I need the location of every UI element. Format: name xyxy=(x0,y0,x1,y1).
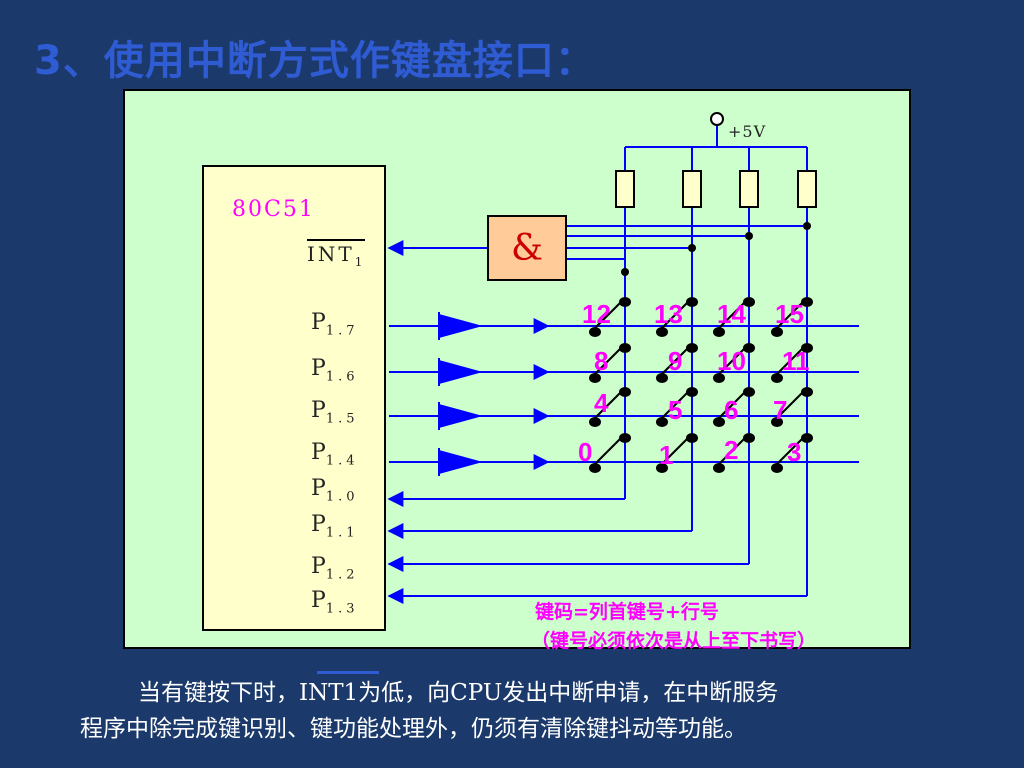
keycode-order-note: （键号必须依次是从上至下书写） xyxy=(531,630,817,652)
switch-contact xyxy=(743,387,755,397)
switch-contact xyxy=(713,327,725,337)
key-switch xyxy=(776,391,804,419)
key-switch xyxy=(718,301,746,329)
key-switch xyxy=(594,437,622,465)
switch-contact xyxy=(686,343,698,353)
switch-contact xyxy=(771,373,783,383)
int1-overline xyxy=(317,671,379,674)
pin-p13: P1.3 xyxy=(311,588,359,617)
key-switch xyxy=(594,347,622,375)
key-switch xyxy=(776,301,804,329)
key-switch xyxy=(718,391,746,419)
switch-contact xyxy=(656,417,668,427)
key-switch xyxy=(718,347,746,375)
switch-contact xyxy=(686,297,698,307)
pin-p11: P1.1 xyxy=(311,512,359,541)
switch-contact xyxy=(619,433,631,443)
key-switch xyxy=(776,347,804,375)
switch-contact xyxy=(589,327,601,337)
switch-contact xyxy=(619,297,631,307)
key-label: 4 xyxy=(594,388,609,418)
circuit-wiring xyxy=(387,112,859,604)
switch-contact xyxy=(713,463,725,473)
key-label: 3 xyxy=(787,437,802,467)
key-label: 0 xyxy=(578,437,593,467)
switch-contact xyxy=(656,327,668,337)
switch-contact xyxy=(589,417,601,427)
switch-contact xyxy=(771,417,783,427)
vcc-label: +5V xyxy=(728,122,767,141)
and-gate: & xyxy=(487,215,567,281)
keycode-formula-note: 键码=列首键号+行号 xyxy=(535,601,719,623)
switch-contact xyxy=(589,463,601,473)
switch-contact xyxy=(589,373,601,383)
switch-contact xyxy=(743,433,755,443)
diode-p15 xyxy=(438,403,483,429)
pin-p12: P1.2 xyxy=(311,554,359,583)
slide-title: 3、使用中断方式作键盘接口： xyxy=(34,38,596,84)
int1-pin-label: INT1 xyxy=(307,239,366,269)
switch-contact xyxy=(743,343,755,353)
key-switch xyxy=(594,301,622,329)
switch-contact xyxy=(771,327,783,337)
resistor-2 xyxy=(682,170,702,208)
vcc-terminal xyxy=(710,112,724,126)
switch-contact xyxy=(619,387,631,397)
description-paragraph: 当有键按下时，INT1为低，向CPU发出中断申请，在中断服务 程序中除完成键识别… xyxy=(80,675,980,747)
key-switch xyxy=(776,437,804,465)
switch-contact xyxy=(713,373,725,383)
switch-contact xyxy=(686,387,698,397)
diode-p17 xyxy=(438,313,483,339)
key-switch xyxy=(661,301,689,329)
key-switch xyxy=(594,391,622,419)
switch-contact xyxy=(801,343,813,353)
key-label: 15 xyxy=(775,299,804,329)
key-switch xyxy=(718,437,746,465)
key-switch xyxy=(661,347,689,375)
switch-contact xyxy=(619,343,631,353)
key-label: 6 xyxy=(724,395,739,425)
key-label: 12 xyxy=(582,299,611,329)
key-label: 1 xyxy=(659,440,674,470)
chip-name: 80C51 xyxy=(232,197,315,222)
chip-80c51 xyxy=(202,165,386,631)
switch-contact xyxy=(656,463,668,473)
key-label: 13 xyxy=(654,299,683,329)
key-label: 11 xyxy=(782,346,810,376)
description-line-1: 当有键按下时，INT1为低，向CPU发出中断申请，在中断服务 xyxy=(138,680,779,706)
switch-contact xyxy=(743,297,755,307)
pin-p17: P1.7 xyxy=(311,310,359,339)
key-label: 8 xyxy=(594,346,609,376)
switch-contact xyxy=(656,373,668,383)
switch-contact xyxy=(686,433,698,443)
switch-contact xyxy=(801,387,813,397)
pin-p15: P1.5 xyxy=(311,398,359,427)
switch-contact xyxy=(771,463,783,473)
key-switch xyxy=(661,437,689,465)
pin-p10: P1.0 xyxy=(311,476,359,505)
key-switch xyxy=(661,391,689,419)
key-label: 9 xyxy=(668,346,683,376)
diode-p16 xyxy=(438,359,483,385)
pin-p14: P1.4 xyxy=(311,440,359,469)
description-line-2: 程序中除完成键识别、键功能处理外，仍须有清除键抖动等功能。 xyxy=(80,716,747,742)
switch-contact xyxy=(801,297,813,307)
switch-contact xyxy=(713,417,725,427)
resistor-3 xyxy=(739,170,759,208)
key-label: 10 xyxy=(717,346,746,376)
pin-p16: P1.6 xyxy=(311,356,359,385)
switch-contact xyxy=(801,433,813,443)
key-label: 14 xyxy=(717,299,746,329)
key-label: 7 xyxy=(773,395,788,425)
resistor-1 xyxy=(615,170,635,208)
resistor-4 xyxy=(797,170,817,208)
diode-p14 xyxy=(438,449,483,475)
key-label: 2 xyxy=(724,435,739,465)
key-label: 5 xyxy=(668,395,683,425)
